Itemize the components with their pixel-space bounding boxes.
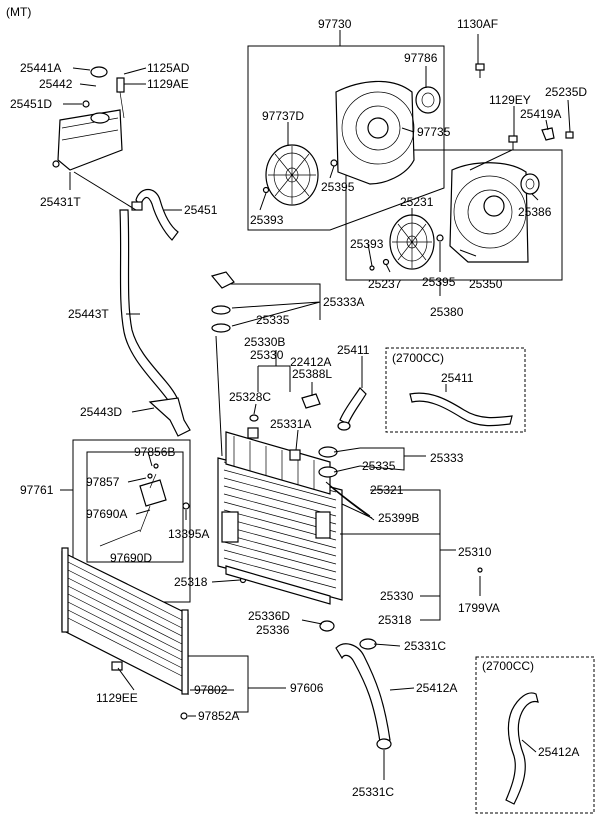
label-25321: 25321 (370, 483, 404, 497)
lower-hose (335, 638, 392, 750)
fan-blade-lower (389, 214, 435, 270)
label-25330-upper: 25330 (250, 348, 284, 362)
leader-lines (60, 30, 571, 780)
fan-shroud-frame-25380 (345, 149, 563, 281)
radiator (217, 431, 343, 605)
label-1129EE: 1129EE (96, 691, 138, 705)
label-25451: 25451 (184, 203, 218, 217)
label-25380: 25380 (430, 305, 464, 319)
label-25333A: 25333A (323, 295, 364, 309)
label-25336: 25336 (256, 623, 290, 637)
label-25412A-2700cc: 25412A (538, 745, 579, 759)
label-1125AD: 1125AD (147, 61, 190, 75)
label-25235D: 25235D (545, 85, 587, 99)
label-25333: 25333 (430, 451, 464, 465)
label-97761: 97761 (20, 483, 54, 497)
label-25231: 25231 (400, 195, 434, 209)
label-25386: 25386 (518, 205, 552, 219)
label-97690A: 97690A (86, 507, 127, 521)
label-97786: 97786 (404, 51, 438, 65)
label-25388L: 25388L (292, 367, 332, 381)
label-25335-upper: 25335 (256, 313, 290, 327)
label-25451D: 25451D (10, 97, 52, 111)
label-97690D: 97690D (110, 551, 152, 565)
fan-shroud-lower (449, 162, 540, 263)
label-25330-lower: 25330 (380, 589, 414, 603)
fan-blade-upper (265, 144, 319, 206)
label-25393-lower: 25393 (350, 237, 384, 251)
label-25310: 25310 (458, 545, 492, 559)
label-25419A: 25419A (520, 107, 561, 121)
label-97606: 97606 (290, 681, 324, 695)
label-25331C-upper: 25331C (404, 639, 446, 653)
label-22412A: 22412A (290, 355, 331, 369)
label-25237: 25237 (368, 277, 402, 291)
label-25318-left: 25318 (174, 575, 208, 589)
label-1129EY: 1129EY (489, 93, 531, 107)
label-25393-upper: 25393 (250, 213, 284, 227)
label-25443T: 25443T (68, 307, 109, 321)
overflow-hose (119, 188, 191, 437)
label-25443D: 25443D (80, 405, 122, 419)
label-25411: 25411 (337, 343, 370, 357)
label-25318-right: 25318 (378, 613, 412, 627)
fan-shroud-frame-97730 (247, 45, 445, 231)
variant-label-upper-box: (2700CC) (392, 351, 444, 365)
label-97856B: 97856B (134, 445, 175, 459)
label-97852A: 97852A (198, 709, 239, 723)
bolts (111, 63, 574, 720)
variant-box-upper-hose (385, 347, 526, 433)
variant-label-lower-box: (2700CC) (482, 659, 534, 673)
label-13395A: 13395A (168, 527, 209, 541)
label-25441A: 25441A (20, 61, 61, 75)
label-25328C: 25328C (229, 390, 271, 404)
lower-hose-2700cc (505, 692, 539, 805)
label-25350: 25350 (469, 277, 503, 291)
label-25399B: 25399B (378, 511, 419, 525)
ac-bracket-parts (99, 463, 167, 547)
label-25442: 25442 (39, 77, 73, 91)
label-1799VA: 1799VA (458, 601, 500, 615)
label-1130AF: 1130AF (457, 17, 498, 31)
label-25411-2700cc: 25411 (441, 371, 474, 385)
label-1129AE: 1129AE (147, 77, 189, 91)
condenser (61, 547, 189, 695)
upper-hose (337, 387, 367, 431)
label-97857: 97857 (86, 475, 120, 489)
label-97737D: 97737D (262, 109, 304, 123)
label-25395-lower: 25395 (422, 275, 456, 289)
label-25336D: 25336D (248, 609, 290, 623)
label-97735: 97735 (417, 125, 451, 139)
label-25431T: 25431T (40, 195, 81, 209)
label-25331C-lower: 25331C (352, 785, 394, 799)
label-25412A: 25412A (416, 681, 457, 695)
upper-hose-2700cc (409, 392, 513, 427)
part-labels: (MT) (2700CC) (2700CC) 97730 1130AF 9778… (6, 5, 587, 799)
variant-label-mt: (MT) (6, 5, 31, 19)
label-25331A: 25331A (270, 417, 311, 431)
label-97802: 97802 (194, 683, 228, 697)
label-25330B: 25330B (244, 335, 285, 349)
label-25335-lower: 25335 (362, 459, 396, 473)
reservoir-tank (52, 66, 125, 171)
label-25395-upper: 25395 (321, 180, 355, 194)
fan-shroud-upper (335, 80, 441, 185)
variant-box-lower-hose (475, 656, 595, 814)
label-97730: 97730 (318, 17, 352, 31)
